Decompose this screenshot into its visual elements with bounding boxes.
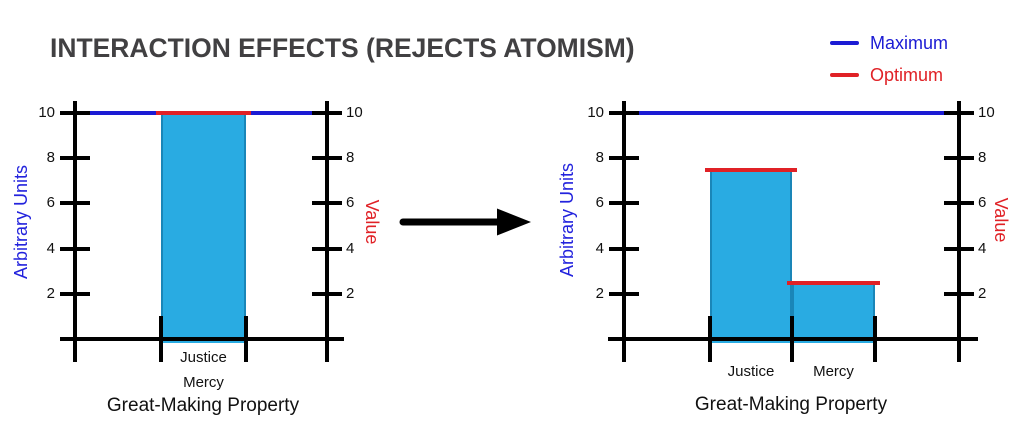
y-tick-label: 10	[587, 104, 604, 121]
x-axis-title: Great-Making Property	[694, 394, 888, 415]
y-tick	[944, 291, 974, 296]
legend: Maximum Optimum	[830, 31, 948, 95]
category-label: Mercy	[183, 374, 224, 391]
y-tick-label: 2	[595, 284, 604, 302]
y-tick-label: 8	[346, 149, 355, 167]
y-tick	[312, 291, 342, 296]
x-tick	[790, 316, 794, 362]
y-tick	[609, 291, 639, 296]
y-tick	[944, 246, 974, 251]
y-tick-label: 6	[595, 194, 604, 212]
y-tick-label: 8	[46, 149, 55, 167]
y-tick-label: 4	[46, 239, 55, 257]
y-axis-title-left: Arbitrary Units	[557, 162, 577, 278]
y-tick-label: 4	[978, 239, 987, 257]
y-axis-title-left: Arbitrary Units	[11, 164, 31, 280]
y-tick	[60, 291, 90, 296]
category-label-group: Mercy	[764, 359, 904, 384]
y-tick	[60, 246, 90, 251]
y-tick	[944, 111, 974, 115]
maximum-line	[624, 111, 959, 115]
y-tick-label: 6	[346, 194, 355, 212]
y-tick	[312, 201, 342, 206]
y-tick	[944, 156, 974, 161]
y-tick	[609, 156, 639, 161]
bar-justice	[710, 169, 792, 343]
y-tick-label: 4	[595, 239, 604, 257]
legend-item-maximum: Maximum	[830, 31, 948, 55]
y-axis-title-right: Value	[362, 199, 382, 245]
x-axis	[60, 337, 344, 341]
y-tick	[60, 201, 90, 206]
optimum-line	[156, 111, 251, 115]
optimum-line-icon	[830, 73, 859, 77]
x-axis-title: Great-Making Property	[106, 395, 300, 416]
optimum-line	[787, 280, 880, 285]
bar-mercy	[792, 282, 875, 343]
y-tick-label: 4	[346, 239, 355, 257]
legend-label-maximum: Maximum	[870, 33, 949, 53]
y-tick	[60, 156, 90, 161]
y-tick	[609, 201, 639, 206]
category-label: Mercy	[813, 363, 854, 380]
x-tick	[708, 316, 712, 362]
y-tick-label: 2	[46, 284, 55, 302]
y-tick-label: 10	[978, 104, 995, 121]
y-tick	[312, 246, 342, 251]
y-tick-label: 10	[346, 104, 363, 121]
x-tick	[873, 316, 877, 362]
y-tick-label: 6	[46, 194, 55, 212]
y-tick-label: 8	[978, 149, 987, 167]
figure-title: INTERACTION EFFECTS (REJECTS ATOMISM)	[50, 33, 635, 63]
category-label: Justice	[180, 349, 227, 366]
y-tick-label: 10	[38, 104, 55, 121]
y-axis-title-right: Value	[991, 197, 1011, 243]
y-tick	[944, 201, 974, 206]
y-tick-label: 2	[978, 284, 987, 302]
y-axis-left	[73, 101, 77, 362]
maximum-line-icon	[830, 41, 859, 45]
x-tick	[159, 316, 163, 362]
right-arrow-icon	[399, 208, 531, 236]
y-axis-right	[957, 101, 961, 362]
y-axis-right	[325, 101, 329, 362]
y-tick-label: 8	[595, 149, 604, 167]
legend-item-optimum: Optimum	[830, 63, 948, 87]
y-tick	[60, 111, 90, 115]
y-tick	[312, 111, 342, 115]
y-axis-left	[622, 101, 626, 362]
category-label-group: Justice	[681, 359, 821, 384]
legend-label-optimum: Optimum	[870, 65, 944, 85]
y-tick	[312, 156, 342, 161]
y-tick	[609, 246, 639, 251]
bar-justice-mercy	[161, 113, 246, 343]
category-label: Justice	[727, 363, 775, 380]
y-tick-label: 6	[978, 194, 987, 212]
y-tick	[609, 111, 639, 115]
optimum-line	[705, 167, 797, 172]
y-tick-label: 2	[346, 284, 355, 302]
x-tick	[244, 316, 248, 362]
